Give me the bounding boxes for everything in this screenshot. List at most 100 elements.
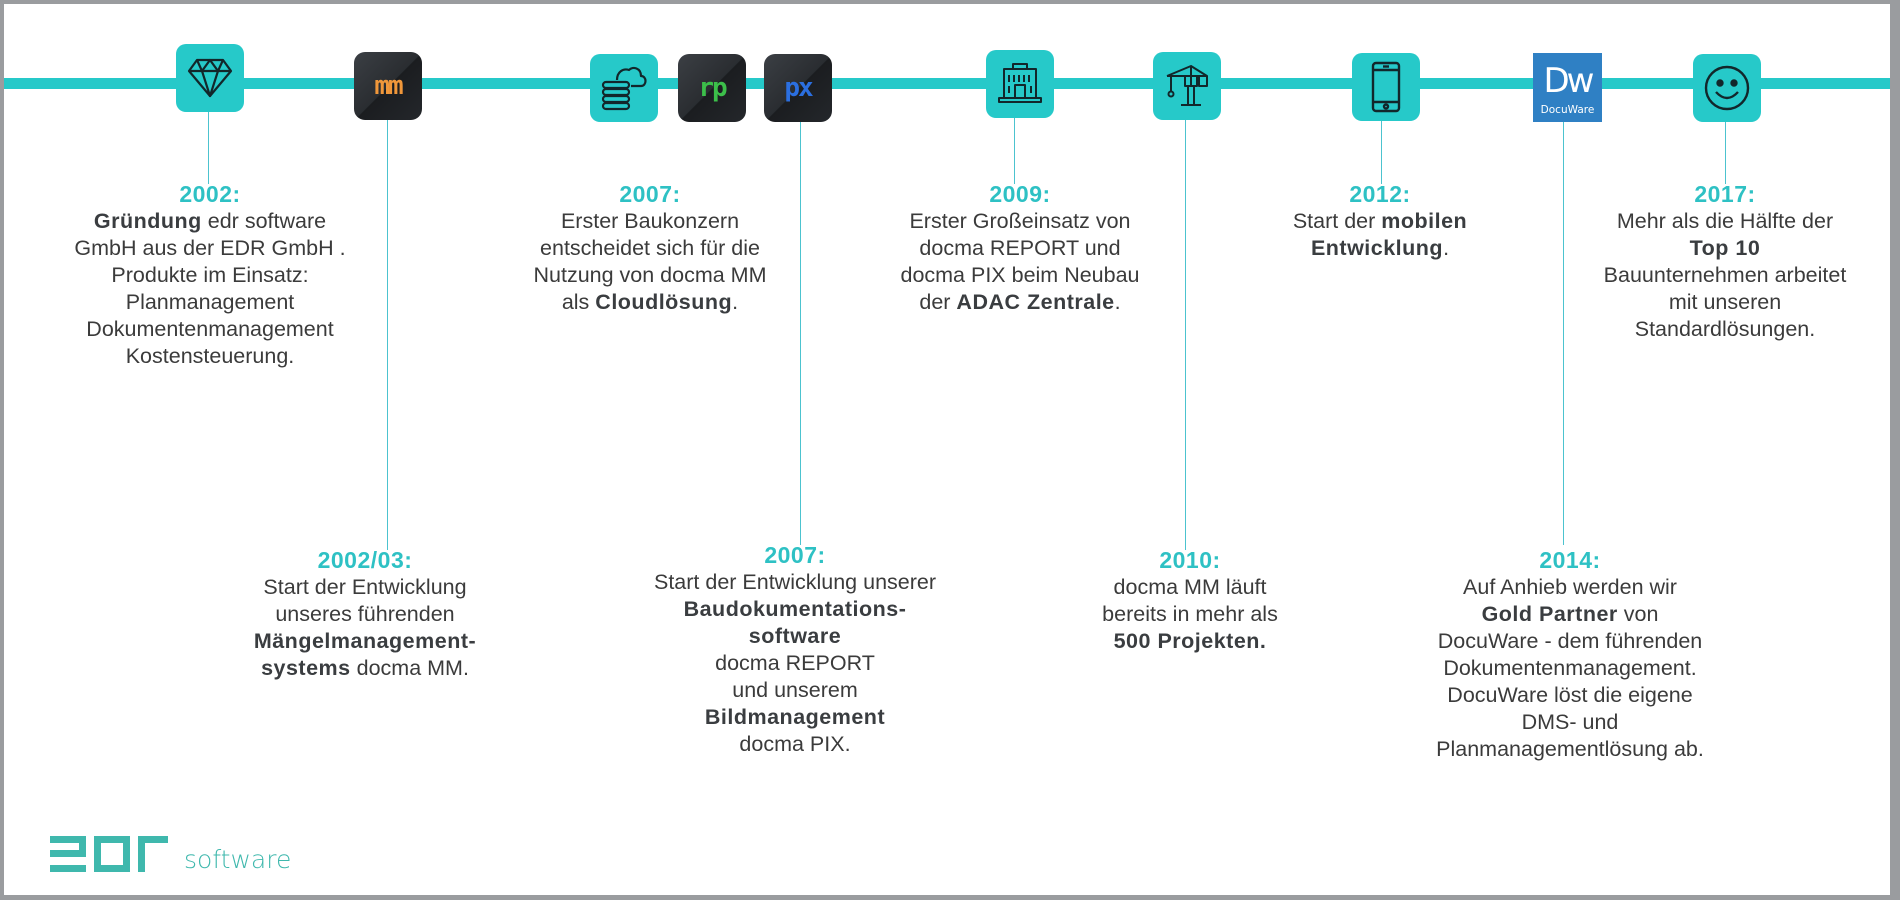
milestone-text-line: Erster Großeinsatz von xyxy=(860,208,1180,235)
milestone-text-line: docma PIX beim Neubau xyxy=(860,262,1180,289)
body-text: Mehr als die Hälfte der xyxy=(1616,209,1834,233)
milestone-year: 2002: xyxy=(179,181,241,207)
milestone-text-line: DMS- und xyxy=(1400,709,1740,736)
body-text: Planmanagement xyxy=(125,290,295,314)
milestone-text-line: Planmanagement xyxy=(40,289,380,316)
body-text: unseres führenden xyxy=(275,602,455,626)
highlight-text: Gold Partner xyxy=(1481,602,1618,626)
rp-label: rp xyxy=(698,73,727,103)
connector-2012 xyxy=(1381,121,1382,184)
highlight-text: Cloudlösung xyxy=(595,290,733,314)
highlight-text: software xyxy=(748,624,842,648)
body-text: edr software xyxy=(201,209,327,233)
crane-icon xyxy=(1153,52,1221,120)
milestone-text-line: entscheidet sich für die xyxy=(475,235,825,262)
milestone-year: 2007: xyxy=(619,181,681,207)
body-text: von xyxy=(1617,602,1659,626)
body-text: docma PIX. xyxy=(739,732,851,756)
building-icon xyxy=(986,50,1054,118)
body-text: als xyxy=(561,290,596,314)
milestone-2002-03: 2002/03:Start der Entwicklung unseres füh… xyxy=(200,546,530,682)
body-text: Kostensteuerung. xyxy=(125,344,295,368)
milestone-text-line: Baudokumentations- xyxy=(620,596,970,623)
body-text: docma REPORT xyxy=(715,651,875,675)
milestone-text-line: docma PIX. xyxy=(620,731,970,758)
edr-software-logo: software xyxy=(50,836,291,872)
milestone-text-line: Bauunternehmen arbeitet xyxy=(1570,262,1880,289)
milestone-text-line: bereits in mehr als xyxy=(1060,601,1320,628)
body-text: Start der Entwicklung xyxy=(263,575,467,599)
edr-logo-mark-icon xyxy=(50,836,168,872)
docuware-logo-mark: Dw xyxy=(1543,60,1595,101)
milestone-year: 2017: xyxy=(1694,181,1756,207)
milestone-text-line: Start der mobilen xyxy=(1240,208,1520,235)
body-text: docma REPORT und xyxy=(919,236,1121,260)
body-text: Dokumentenmanagement xyxy=(86,317,334,341)
milestone-text-line: Mängelmanagement- xyxy=(200,628,530,655)
docma-mm-app-icon: mm xyxy=(354,52,422,120)
connector-2002-03 xyxy=(387,120,388,550)
milestone-year: 2002/03: xyxy=(317,547,413,573)
milestone-year: 2010: xyxy=(1159,547,1221,573)
body-text: Produkte im Einsatz: xyxy=(111,263,309,287)
milestone-text-line: docma REPORT und xyxy=(860,235,1180,262)
highlight-text: mobilen xyxy=(1381,209,1468,233)
body-text: docma MM. xyxy=(350,656,469,680)
milestone-text-line: Planmanagementlösung ab. xyxy=(1400,736,1740,763)
body-text: und unserem xyxy=(732,678,858,702)
milestone-text-line: Entwicklung. xyxy=(1240,235,1520,262)
milestone-year: 2009: xyxy=(989,181,1051,207)
body-text: Standardlösungen. xyxy=(1634,317,1816,341)
body-text: Erster Großeinsatz von xyxy=(909,209,1131,233)
milestone-text-line: DocuWare löst die eigene xyxy=(1400,682,1740,709)
body-text: Nutzung von docma MM xyxy=(533,263,767,287)
logo-text: software xyxy=(184,845,292,874)
body-text: docma PIX beim Neubau xyxy=(900,263,1140,287)
milestone-text-line: Kostensteuerung. xyxy=(40,343,380,370)
connector-2009 xyxy=(1014,118,1015,184)
body-text: bereits in mehr als xyxy=(1102,602,1278,626)
milestone-text-line: Start der Entwicklung unserer xyxy=(620,569,970,596)
mm-label: mm xyxy=(374,71,403,101)
body-text: Erster Baukonzern xyxy=(560,209,740,233)
body-text: docma MM läuft xyxy=(1113,575,1267,599)
body-text: mit unseren xyxy=(1668,290,1782,314)
milestone-text-line: Bildmanagement xyxy=(620,704,970,731)
milestone-year: 2014: xyxy=(1539,547,1601,573)
highlight-text: Entwicklung xyxy=(1310,236,1444,260)
milestone-text-line: Dokumentenmanagement xyxy=(40,316,380,343)
body-text: Start der Entwicklung unserer xyxy=(653,570,937,594)
highlight-text: Mängelmanagement- xyxy=(253,629,477,653)
body-text: . xyxy=(1443,236,1450,260)
body-text: der xyxy=(919,290,957,314)
milestone-text-line: software xyxy=(620,623,970,650)
milestone-text-line: Produkte im Einsatz: xyxy=(40,262,380,289)
highlight-text: Top 10 xyxy=(1689,236,1761,260)
docuware-logo-text: DocuWare xyxy=(1540,103,1595,116)
body-text: Bauunternehmen arbeitet xyxy=(1603,263,1847,287)
highlight-text: ADAC Zentrale xyxy=(956,290,1115,314)
milestone-text-line: Dokumentenmanagement. xyxy=(1400,655,1740,682)
smartphone-icon xyxy=(1352,53,1420,121)
diamond-icon xyxy=(176,44,244,112)
body-text: GmbH aus der EDR GmbH . xyxy=(74,236,346,260)
milestone-text-line: Erster Baukonzern xyxy=(475,208,825,235)
body-text: Start der xyxy=(1292,209,1382,233)
milestone-text-line: GmbH aus der EDR GmbH . xyxy=(40,235,380,262)
body-text: DocuWare - dem führenden xyxy=(1437,629,1703,653)
highlight-text: systems xyxy=(261,656,351,680)
milestone-text-line: und unserem xyxy=(620,677,970,704)
milestone-text-line: mit unseren xyxy=(1570,289,1880,316)
connector-2007-dev xyxy=(800,122,801,545)
connector-2002 xyxy=(208,112,209,184)
milestone-text-line: Start der Entwicklung xyxy=(200,574,530,601)
connector-2014 xyxy=(1563,122,1564,545)
body-text: DocuWare löst die eigene xyxy=(1447,683,1693,707)
px-label: px xyxy=(784,73,813,103)
